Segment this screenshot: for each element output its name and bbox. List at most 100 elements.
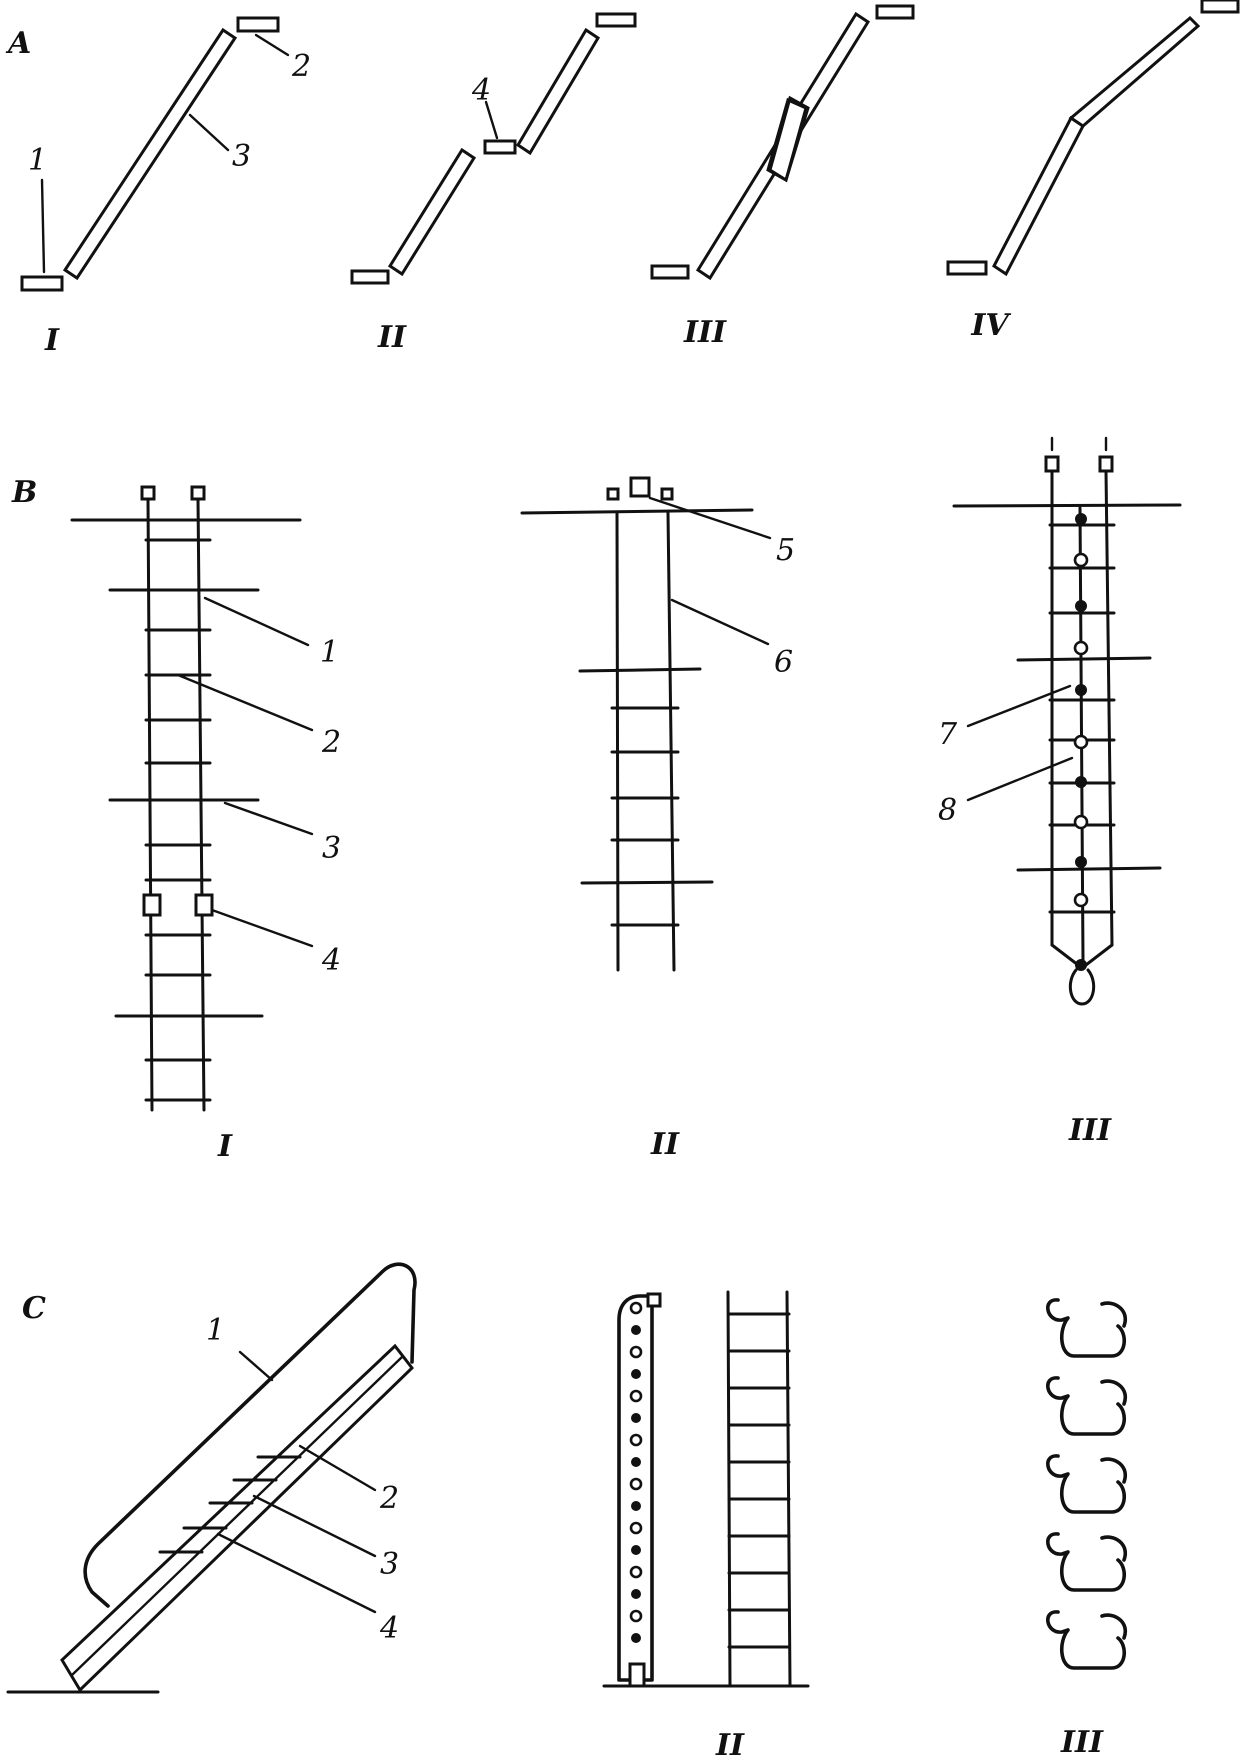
leader-line [254,33,290,57]
section-c-letter: C [22,1291,46,1326]
section-a-letter: A [5,26,31,61]
panel-b-1: 1 2 3 4 I [70,485,341,1164]
panel-label: I [44,323,60,358]
step-hook [1046,1298,1128,1358]
bottom-support-block [650,264,690,280]
leader-line [966,684,1072,728]
hook-left [140,485,156,501]
rail-left [615,511,620,972]
step-hook [1046,1454,1128,1514]
step-hook [1046,1610,1128,1670]
ladder-rail-upper [1068,15,1201,128]
stile-holes [629,1301,643,1643]
panel-a-1: 1 2 3 I [20,16,311,358]
stile-hole [629,1609,643,1623]
bottom-support-block [946,260,988,276]
ladder-rail-lower [992,115,1085,277]
section-b-letter: B [11,475,37,510]
leader-line [223,801,314,836]
leader-line [188,113,230,152]
callout-3: 3 [380,1547,399,1582]
panel-a-4: IV [946,0,1240,343]
panel-label: III [683,315,727,350]
hook-right [660,487,674,501]
bottom-support-block [350,269,390,285]
safety-cage [83,1262,417,1608]
stile-hole [631,1369,641,1379]
callout-7: 7 [938,717,958,752]
leader-line [176,673,314,732]
stile-hole [629,1477,643,1491]
stile-hole [629,1521,643,1535]
panel-c-3: III [1046,1298,1128,1760]
panel-label: II [650,1127,680,1162]
mid-support-block [483,139,517,155]
panel-b-3: 7 8 III [938,436,1182,1148]
top-support-block [1200,0,1240,14]
floor-line [1016,866,1162,872]
panel-c-1: 1 2 3 4 [6,1262,417,1694]
bead [1075,513,1087,525]
cable-beads [1073,513,1089,971]
stile-hole [629,1389,643,1403]
panel-a-3: III [650,4,915,350]
callout-2: 2 [321,725,341,760]
section-b: B 1 2 3 4 I [11,436,1182,1164]
leader-line [670,598,770,646]
top-bracket [629,476,651,498]
rope-rail-right [1104,469,1114,947]
leader-line [648,496,772,540]
hook-right [1098,455,1114,473]
rail-left [726,1290,732,1688]
callout-3: 3 [322,831,341,866]
ladder-section-lower [387,147,477,277]
hook-left [606,487,620,501]
callout-8: 8 [938,793,957,828]
coupling-left [142,893,162,917]
callout-5: 5 [776,533,795,568]
stile-hole [631,1457,641,1467]
cable-tensioner [1050,943,1114,970]
panel-c-2: II [602,1290,810,1761]
center-cable [1078,506,1085,962]
callout-2: 2 [379,1481,399,1516]
callout-3: 3 [232,139,251,174]
overlap-outline [768,95,810,183]
stile-hole [631,1589,641,1599]
leader-line [203,596,310,647]
bead [1073,552,1089,568]
leader-line [40,178,46,274]
section-a: A 1 2 3 I 4 II [5,0,1240,358]
callout-6: 6 [774,645,793,680]
stile-hole [629,1345,643,1359]
rungs [610,706,680,927]
floor-line [580,880,714,885]
step-hooks [1046,1298,1128,1670]
ladder-section-upper [515,27,601,156]
rope-rail-right [196,497,206,1112]
bead [1073,640,1089,656]
step-hook [1046,1532,1128,1592]
floor-line [520,508,754,515]
leader-line [210,908,314,948]
top-bracket [646,1292,662,1308]
callout-1: 1 [28,143,47,178]
callout-4: 4 [471,73,491,108]
leader-line [238,1350,274,1382]
bead [1073,892,1089,908]
stile-hole [631,1545,641,1555]
rail-right [666,511,676,972]
bottom-support-block [20,275,64,292]
stile-hole [629,1301,643,1315]
panel-label: I [217,1129,233,1164]
panel-a-2: 4 II [350,12,637,355]
panel-label: II [377,320,407,355]
bead [1075,776,1087,788]
leader-line [484,100,499,140]
top-support-block [236,16,280,33]
callout-2: 2 [291,49,311,84]
floor-line [952,503,1182,508]
callout-1: 1 [206,1313,225,1348]
rail-right [785,1290,792,1688]
